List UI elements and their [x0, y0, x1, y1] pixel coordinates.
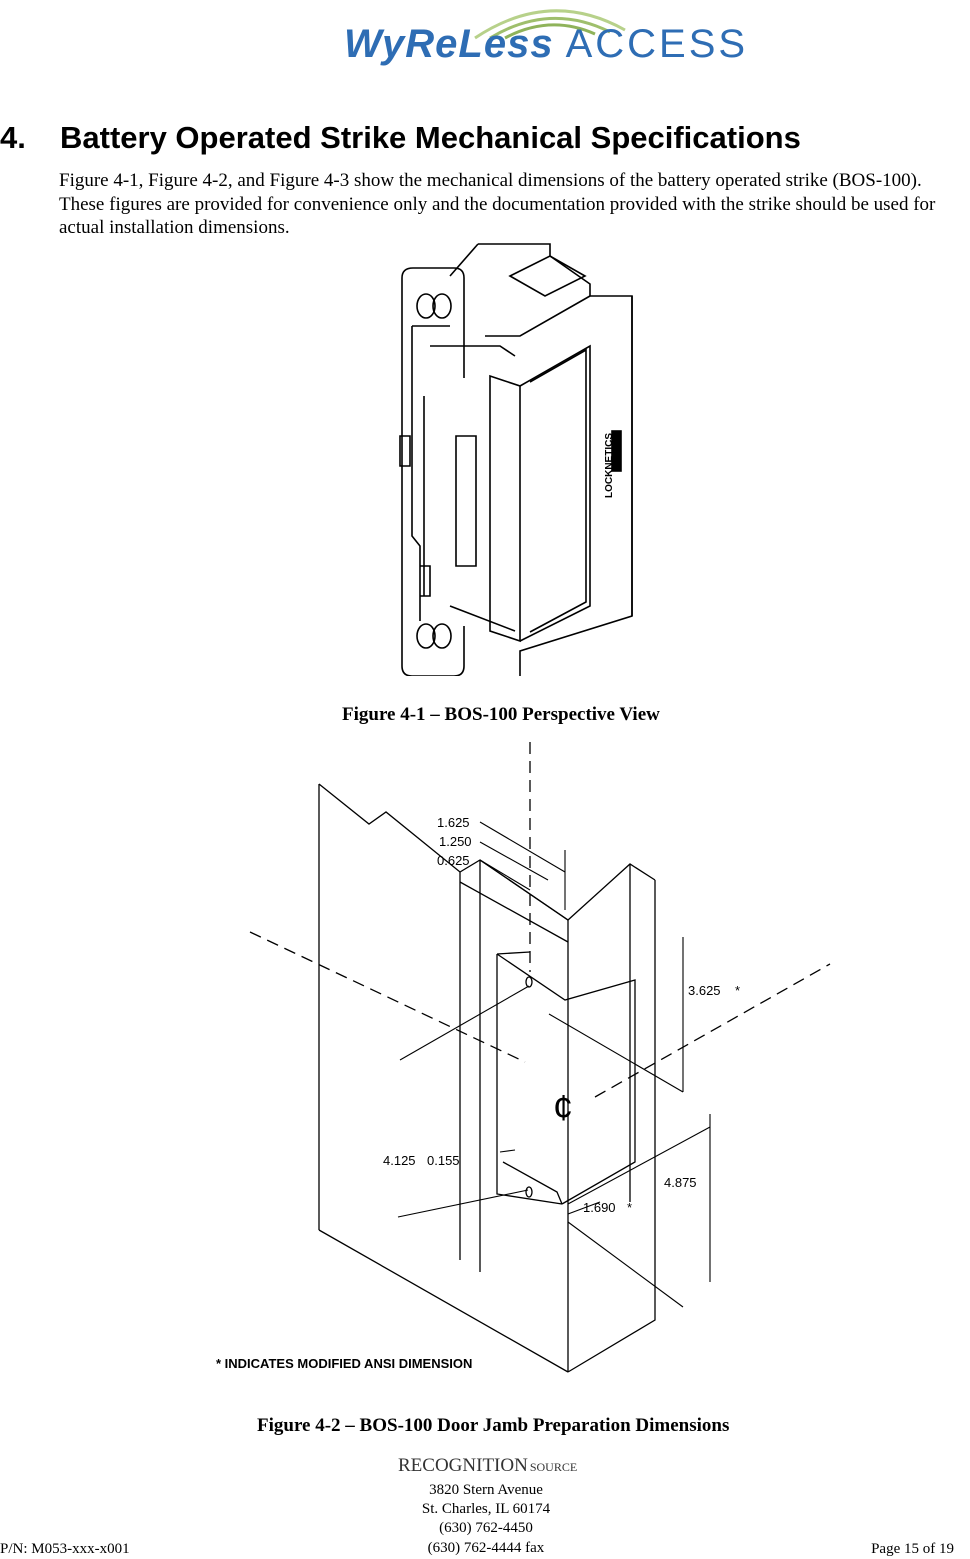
dim-1-690-star: * — [627, 1200, 632, 1215]
logo-access: ACCESS — [565, 22, 749, 66]
footer-page-number: Page 15 of 19 — [871, 1541, 954, 1557]
dim-1-250: 1.250 — [439, 834, 472, 849]
section-paragraph: Figure 4-1, Figure 4-2, and Figure 4-3 s… — [59, 170, 936, 238]
figure-4-1-caption: Figure 4-1 – BOS-100 Perspective View — [342, 704, 660, 725]
footer-fax: (630) 762-4444 fax — [427, 1540, 545, 1556]
dimension-note: * INDICATES MODIFIED ANSI DIMENSION — [216, 1356, 472, 1371]
footer-part-number: P/N: M053-xxx-x001 — [0, 1541, 130, 1557]
dim-1-690: 1.690 — [583, 1200, 616, 1215]
footer-logo-main: RECOGNITION — [398, 1455, 528, 1476]
footer-logo-sub: SOURCE — [529, 1460, 578, 1474]
figure-4-2-drawing: ¢ 1.625 1.250 0.625 3.625 * 4.125 0.155 … — [216, 742, 831, 1373]
dim-0-625: 0.625 — [437, 853, 470, 868]
dim-4-125: 4.125 — [383, 1153, 416, 1168]
section-heading: 4. Battery Operated Strike Mechanical Spe… — [0, 120, 970, 156]
figure-4-2-caption: Figure 4-2 – BOS-100 Door Jamb Preparati… — [257, 1415, 730, 1436]
logo-wyreless: WyReLess — [344, 22, 554, 66]
figure-4-1-drawing: LOCKNETICS — [399, 243, 633, 676]
dim-1-625: 1.625 — [437, 815, 470, 830]
dim-0-155: 0.155 — [427, 1153, 460, 1168]
svg-text:¢: ¢ — [553, 1087, 573, 1128]
section-title: Battery Operated Strike Mechanical Speci… — [60, 120, 801, 155]
dim-4-875: 4.875 — [664, 1175, 697, 1190]
footer-address-line-2: St. Charles, IL 60174 — [421, 1501, 551, 1517]
footer-phone: (630) 762-4450 — [439, 1520, 533, 1536]
dim-3-625: 3.625 — [688, 983, 721, 998]
footer-address-line-1: 3820 Stern Avenue — [429, 1482, 543, 1498]
figure-4-1-brand-label: LOCKNETICS — [604, 433, 615, 498]
section-number: 4. — [0, 120, 26, 155]
wireless-arcs-icon — [474, 9, 626, 40]
dim-3-625-star: * — [735, 983, 740, 998]
